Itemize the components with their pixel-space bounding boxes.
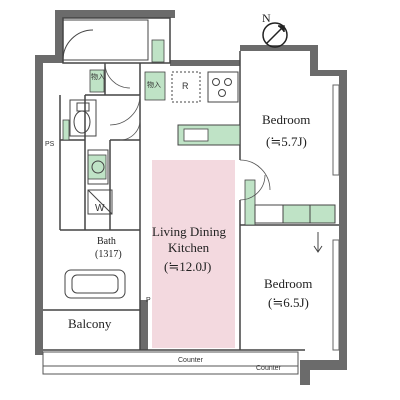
bath-size: (1317) (95, 249, 122, 260)
counter2-label: Counter (256, 365, 282, 372)
closet-bedroom (254, 204, 336, 224)
fridge-label: R (182, 81, 189, 91)
ldk-line2: Kitchen (168, 240, 210, 255)
storage1-label: 物入 (91, 72, 105, 81)
toilet (69, 99, 97, 137)
stove (207, 71, 239, 103)
entrance-shelf (62, 19, 149, 61)
counter1-label: Counter (178, 357, 204, 364)
storage2-label: 物入 (147, 80, 161, 89)
ps-label: PS (45, 141, 55, 148)
washbasin (87, 149, 109, 185)
ldk-size: (≒12.0J) (164, 259, 211, 274)
bedroom1-size: (≒5.7J) (266, 134, 307, 149)
pipe-label: P (146, 297, 151, 304)
bath-name: Bath (97, 236, 116, 247)
balcony-name: Balcony (68, 316, 112, 331)
interior-walls (43, 17, 339, 351)
bedroom2-name: Bedroom (264, 276, 312, 291)
ldk-line1: Living Dining (152, 224, 227, 239)
structural-walls (35, 10, 347, 385)
kitchen-counter (177, 124, 241, 146)
bedroom2-size: (≒6.5J) (268, 295, 309, 310)
fridge-box (171, 71, 201, 103)
compass-north: N (262, 11, 271, 25)
door-arcs (104, 62, 271, 201)
washer-box (87, 189, 113, 215)
bedroom2-door (313, 232, 323, 253)
ldk-area (152, 160, 235, 348)
compass-rose (262, 22, 288, 48)
bedroom1-name: Bedroom (262, 112, 310, 127)
washer-label: W (95, 203, 105, 214)
balcony-railing (42, 351, 299, 375)
windows-right (332, 84, 340, 351)
bathtub (64, 269, 126, 299)
